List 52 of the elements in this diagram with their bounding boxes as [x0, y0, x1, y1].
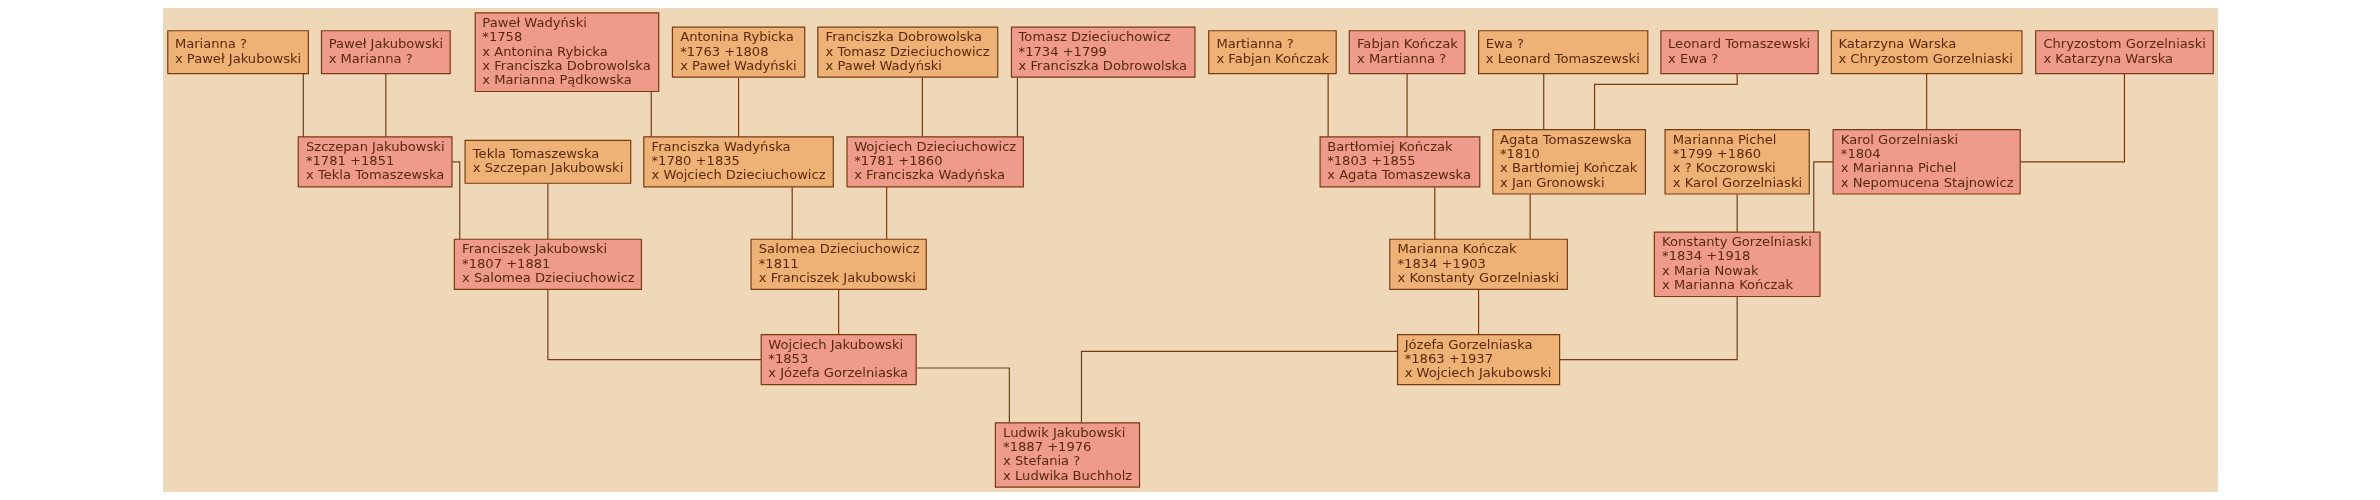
- node-box: Karol Gorzelniaski *1804 x Marianna Pichel x Nepomucena Stajnowicz: [1832, 129, 2021, 195]
- connector: [885, 186, 887, 240]
- node-box: Paweł Wadyński *1758 x Antonina Rybicka x Franciszka Dobrowolska x Marianna Pądkowska: [474, 12, 659, 93]
- node-box: Franciszka Wadyńska *1780 +1835 x Wojciech Dzieciuchowicz: [642, 136, 834, 188]
- node-box: Ludwik Jakubowski *1887 +1976 x Stefania ? x Ludwika Buchholz: [994, 422, 1140, 488]
- connector: [1327, 73, 1329, 138]
- node-box: Wojciech Jakubowski *1853 x Józefa Gorzelniaska: [760, 334, 917, 386]
- node-box: Salomea Dzieciuchowicz *1811 x Franciszek Jakubowski: [750, 238, 927, 290]
- connector: [2019, 73, 2125, 163]
- node-box: Franciszka Dobrowolska x Tomasz Dzieciuchowicz x Paweł Wadyński: [816, 26, 998, 78]
- connector: [1812, 161, 1833, 233]
- node-box: Katarzyna Warska x Chryzostom Gorzelniaski: [1830, 30, 2023, 75]
- connector: [737, 77, 739, 138]
- connector: [921, 77, 923, 138]
- node-box: Józefa Gorzelniaska *1863 +1937 x Wojciech Jakubowski: [1396, 334, 1560, 386]
- connector: [302, 73, 304, 138]
- node-box: Tomasz Dzieciuchowicz *1734 +1799 x Franciszka Dobrowolska: [1010, 26, 1196, 78]
- node-box: Bartłomiej Kończak *1803 +1855 x Agata Tomaszewska: [1319, 136, 1480, 188]
- node-box: Tekla Tomaszewska x Szczepan Jakubowski: [464, 139, 631, 184]
- node-box: Antonina Rybicka *1763 +1808 x Paweł Wadyński: [671, 26, 805, 78]
- node-box: Wojciech Dzieciuchowicz *1781 +1860 x Franciszka Wadyńska: [845, 136, 1024, 188]
- node-box: Marianna ? x Paweł Jakubowski: [166, 30, 309, 75]
- connector: [1736, 193, 1738, 233]
- connector: [451, 161, 460, 240]
- connector: [1558, 295, 1738, 361]
- node-box: Martianna ? x Fabjan Kończak: [1207, 30, 1337, 75]
- node-box: Marianna Kończak *1834 +1903 x Konstanty Gorzelniaski: [1388, 238, 1568, 290]
- node-box: Leonard Tomaszewski x Ewa ?: [1659, 30, 1819, 75]
- node-box: Ewa ? x Leonard Tomaszewski: [1477, 30, 1648, 75]
- connector: [650, 91, 652, 138]
- node-box: Konstanty Gorzelniaski *1834 +1918 x Maria Nowak x Marianna Kończak: [1653, 231, 1821, 298]
- connector: [1477, 288, 1479, 335]
- connector: [1925, 73, 1927, 130]
- connector: [384, 73, 386, 138]
- connector: [915, 367, 1010, 424]
- connector: [1080, 350, 1398, 424]
- node-box: Agata Tomaszewska *1810 x Bartłomiej Kończak x Jan Gronowski: [1491, 129, 1646, 195]
- connector: [1016, 77, 1018, 138]
- connector: [1529, 193, 1531, 240]
- connector: [1433, 186, 1435, 240]
- node-box: Franciszek Jakubowski *1807 +1881 x Salomea Dzieciuchowicz: [453, 238, 642, 290]
- connector: [837, 288, 839, 335]
- node-box: Marianna Pichel *1799 +1860 x ? Koczorowski x Karol Gorzelniaski: [1663, 129, 1810, 195]
- node-box: Fabjan Kończak x Martianna ?: [1348, 30, 1465, 75]
- node-box: Szczepan Jakubowski *1781 +1851 x Tekla Tomaszewska: [297, 136, 453, 188]
- connector: [546, 288, 762, 361]
- connector: [1542, 73, 1544, 130]
- node-box: Paweł Jakubowski x Marianna ?: [320, 30, 451, 75]
- node-box: Chryzostom Gorzelniaski x Katarzyna Warska: [2034, 30, 2214, 75]
- connector: [546, 182, 548, 240]
- connector: [791, 186, 793, 240]
- connector: [1406, 73, 1408, 138]
